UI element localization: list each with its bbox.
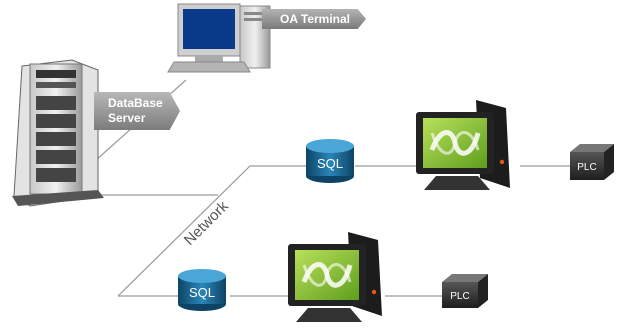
sql-database-bottom[interactable]: SQL (178, 269, 226, 311)
database-server-label-line2: Server (108, 111, 146, 125)
plc-device-bottom[interactable]: PLC (442, 274, 488, 308)
oa-terminal-tag: OA Terminal (262, 9, 366, 29)
workstation-top[interactable] (416, 100, 510, 190)
plc-device-top[interactable]: PLC (570, 144, 614, 180)
sql-label-bottom: SQL (189, 285, 215, 300)
sql-label-top: SQL (317, 156, 343, 171)
plc-label-bottom: PLC (450, 291, 469, 302)
sql-database-top[interactable]: SQL (306, 139, 354, 183)
network-backbone-line (117, 165, 312, 297)
database-server[interactable] (12, 59, 104, 207)
network-label: Network (181, 198, 232, 249)
plc-label-top: PLC (577, 162, 596, 173)
oa-terminal-label: OA Terminal (280, 12, 351, 26)
workstation-bottom[interactable] (288, 232, 382, 322)
database-server-label-line1: DataBase (108, 96, 163, 110)
oa-terminal[interactable] (167, 3, 271, 73)
database-server-tag: DataBase Server (94, 92, 180, 130)
